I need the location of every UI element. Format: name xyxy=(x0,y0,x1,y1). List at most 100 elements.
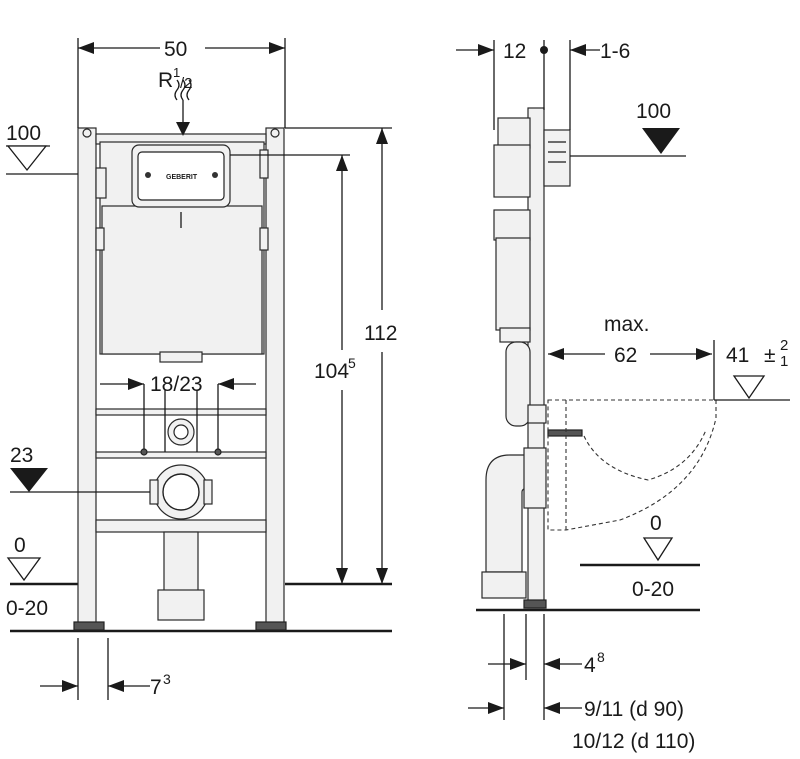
flush-plate-inner xyxy=(137,151,225,201)
pipe-arrow-left xyxy=(488,702,504,714)
supply-symbol-b xyxy=(180,79,186,101)
width-arrow-left xyxy=(78,42,94,54)
drain-pipe-end xyxy=(157,589,205,621)
side-level-0-label: 0 xyxy=(650,512,662,535)
h104-arrow-top xyxy=(336,155,348,171)
stud-nut-left xyxy=(140,448,148,456)
spacing-arrow-right xyxy=(218,378,234,390)
right-bracket xyxy=(259,149,269,179)
middle-crossbar xyxy=(95,451,267,459)
level-100-label: 100 xyxy=(6,122,41,145)
level-0-marker xyxy=(6,557,42,582)
depth-ref-dot xyxy=(540,46,548,54)
side-drain-collar xyxy=(523,447,547,509)
side-plate-box xyxy=(543,129,571,187)
width-label: 50 xyxy=(164,38,187,61)
connection-sub: /2 xyxy=(180,75,193,92)
adjust-arrow xyxy=(570,44,586,56)
side-level-100-marker xyxy=(642,128,680,154)
max-label: max. xyxy=(604,313,650,336)
floor-range-label: 0-20 xyxy=(6,597,48,620)
side-foot xyxy=(523,599,547,609)
bowl-height-label: 41 xyxy=(726,344,749,367)
side-view: 12 1-6 100 max. 62 41 ± 2 1 0 0-20 xyxy=(456,40,790,753)
projection-arrow-left xyxy=(548,348,564,360)
offset-arrow-right xyxy=(544,658,560,670)
bowl-inner xyxy=(583,429,707,481)
h112-arrow-top xyxy=(376,128,388,144)
right-clip xyxy=(259,227,269,251)
plate-screw-right xyxy=(212,172,218,178)
cistern-lower-body xyxy=(101,205,263,355)
side-cistern-base xyxy=(499,327,531,343)
foot-offset-label: 7 xyxy=(150,676,162,699)
level-23-marker xyxy=(10,468,48,492)
drain-pipe xyxy=(163,531,199,593)
tolerance-minus: 1 xyxy=(780,353,788,370)
foot-arrow-right xyxy=(108,680,124,692)
bowl-height-marker xyxy=(732,375,766,400)
spacing-arrow-left xyxy=(128,378,144,390)
flush-outlet xyxy=(159,351,203,363)
level-0-label: 0 xyxy=(14,534,26,557)
side-level-100-label: 100 xyxy=(636,100,671,123)
level-23-label: 23 xyxy=(10,444,33,467)
tolerance-plus: 2 xyxy=(780,337,788,354)
left-upright xyxy=(77,127,97,629)
right-bolt xyxy=(270,128,280,138)
spacing-label: 18/23 xyxy=(150,373,203,396)
bowl-height-pm: ± xyxy=(764,344,776,367)
foot-offset-sup: 3 xyxy=(163,671,171,687)
drain-clip-right xyxy=(203,479,213,505)
water-inlet-inner xyxy=(173,424,189,440)
adjust-label: 1-6 xyxy=(600,40,630,63)
pipe-d110-label: 10/12 (d 110) xyxy=(572,730,695,753)
bowl-outline xyxy=(547,399,717,531)
plate-screw-left xyxy=(145,172,151,178)
supply-symbol-c xyxy=(186,79,192,101)
left-bolt xyxy=(82,128,92,138)
side-drain-end xyxy=(481,571,527,599)
side-floor-range: 0-20 xyxy=(632,578,674,601)
side-cistern-upper xyxy=(493,144,531,198)
projection-arrow-right xyxy=(696,348,712,360)
h104-arrow-bottom xyxy=(336,568,348,584)
side-threaded-rod xyxy=(547,429,583,437)
supply-symbol-a xyxy=(174,79,180,101)
level-100-marker xyxy=(6,145,48,172)
left-foot xyxy=(73,621,105,631)
depth-label: 12 xyxy=(503,40,526,63)
drain-opening xyxy=(162,473,200,511)
side-cistern-mid xyxy=(493,209,531,241)
drain-clip-left xyxy=(149,479,159,505)
depth-arrow xyxy=(478,44,494,56)
left-bracket xyxy=(95,167,107,199)
offset-arrow-left xyxy=(510,658,526,670)
height-104-sup: 5 xyxy=(348,355,356,371)
brand-text: GEBERIT xyxy=(166,174,198,181)
side-cistern-top xyxy=(497,117,531,149)
pipe-arrow-right xyxy=(544,702,560,714)
right-foot xyxy=(255,621,287,631)
side-flush-connector xyxy=(527,404,547,424)
h112-arrow-bottom xyxy=(376,568,388,584)
height-112-label: 112 xyxy=(364,322,397,345)
side-cistern-lower xyxy=(495,237,531,331)
pipe-d90-label: 9/11 (d 90) xyxy=(584,698,684,721)
connection-label: R xyxy=(158,69,173,92)
offset-sup: 8 xyxy=(597,649,605,665)
supply-arrow xyxy=(176,122,190,136)
offset-label: 4 xyxy=(584,654,596,677)
projection-label: 62 xyxy=(614,344,637,367)
width-arrow-right xyxy=(269,42,285,54)
front-view: GEBERIT xyxy=(6,38,397,700)
connection-sup: 1 xyxy=(173,65,180,80)
height-104-label: 104 xyxy=(314,360,349,383)
upper-crossbar xyxy=(95,408,267,416)
foot-arrow-left xyxy=(62,680,78,692)
side-level-0-marker xyxy=(642,537,674,562)
right-upright xyxy=(265,127,285,629)
left-clip xyxy=(95,227,105,251)
side-flush-pipe xyxy=(505,341,531,427)
